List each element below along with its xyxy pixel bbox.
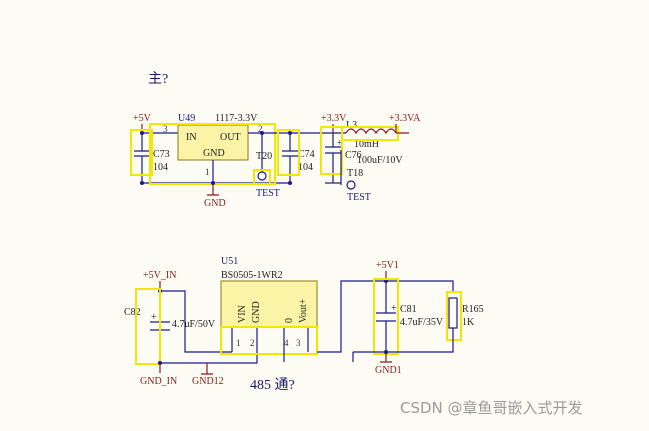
junction-gnd-u49 (211, 181, 215, 185)
c76-ref: C76 (345, 150, 362, 161)
l3-ref: L3 (346, 120, 357, 131)
t20-ref: T20 (256, 151, 272, 162)
wire-ground-right (353, 328, 454, 353)
u49-pin1-num: 1 (205, 167, 210, 177)
wire-vout-to-5v1 (317, 280, 386, 353)
u49-ref: U49 (178, 113, 195, 124)
u51-pin-leads (231, 327, 309, 352)
u49-value: 1117-3.3V (215, 113, 258, 124)
capacitor-c74-symbol (282, 133, 298, 183)
u51-value: BS0505-1WR2 (221, 270, 283, 281)
junction-gnd-c74 (288, 181, 292, 185)
highlight-r165 (446, 291, 462, 341)
u49-pin-gnd-label: GND (203, 148, 225, 159)
u51-pin4-num: 4 (284, 338, 289, 348)
u51-pin1-num: 1 (236, 338, 241, 348)
u49-pin2-num: 2 (258, 124, 263, 134)
testpoint-t18 (346, 180, 356, 190)
r165-ref: R165 (462, 304, 484, 315)
bottom-section-title: 485 通? (250, 377, 295, 393)
u51-pin3-num: 3 (296, 338, 301, 348)
u51-pin-vin-label: VIN (237, 305, 248, 323)
isolator-u51 (220, 280, 318, 328)
capacitor-c76-symbol (325, 133, 341, 183)
l3-value: 10mH (354, 139, 379, 150)
u49-pin-out-label: OUT (220, 132, 241, 143)
gnd1-label: GND1 (375, 365, 402, 376)
gnd12-label: GND12 (192, 376, 224, 387)
t18-label: TEST (347, 192, 371, 203)
c74-ref: C74 (298, 149, 315, 160)
highlight-c73 (130, 129, 153, 176)
u51-ref: U51 (221, 256, 238, 267)
csdn-watermark: CSDN @章鱼哥嵌入式开发 (400, 399, 583, 417)
testpoint-t20 (257, 171, 267, 181)
c73-value: 104 (153, 162, 168, 173)
highlight-c76 (320, 126, 343, 175)
c73-ref: C73 (153, 149, 170, 160)
wire-5v-in-to-vin (160, 290, 232, 353)
highlight-t20 (253, 169, 271, 185)
net-label-5v-in: +5V_IN (143, 270, 176, 281)
c76-plus: + (337, 138, 343, 149)
junction-gnd-left (140, 181, 144, 185)
net-label-5v: +5V (133, 113, 152, 124)
resistor-r165 (448, 297, 458, 329)
net-label-5v1: +5V1 (376, 260, 399, 271)
u51-pin-0-label: 0 (284, 318, 295, 323)
gnd-label-top: GND (204, 198, 226, 209)
wire-5v1-to-r165 (386, 280, 454, 292)
net-33va-stub (395, 124, 409, 134)
c81-plus: + (391, 303, 397, 314)
c82-plus: + (151, 312, 157, 323)
top-section-title: 主? (148, 71, 168, 87)
net-label-33v: +3.3V (321, 113, 347, 124)
c76-value: 100uF/10V (357, 155, 403, 166)
t18-ref: T18 (347, 168, 363, 179)
net-label-33va: +3.3VA (389, 113, 421, 124)
highlight-u51-pins (220, 326, 318, 355)
highlight-c82 (135, 288, 161, 365)
ground-symbol-gnd12 (201, 363, 213, 375)
u49-pin3-num: 3 (163, 124, 168, 134)
c74-value: 104 (298, 162, 313, 173)
c82-value: 4.7uF/50V (172, 319, 216, 330)
c82-ref: C82 (124, 307, 141, 318)
gnd-in-label: GND_IN (140, 376, 177, 387)
r165-value: 1K (462, 317, 475, 328)
u51-pin2-num: 2 (250, 338, 255, 348)
u51-pin-vout-label: Vout+ (298, 298, 309, 323)
capacitor-c73-symbol (134, 133, 150, 183)
t20-label: TEST (256, 188, 280, 199)
capacitor-c81-symbol (376, 281, 396, 352)
wire-ground-left (160, 352, 258, 364)
junction-gnd1 (384, 350, 388, 354)
c81-value: 4.7uF/35V (400, 317, 444, 328)
u49-pin-in-label: IN (186, 132, 197, 143)
inductor-l3 (345, 128, 397, 135)
u51-pin-gnd-label: GND (251, 301, 262, 323)
c81-ref: C81 (400, 304, 417, 315)
highlight-c74 (277, 129, 300, 176)
